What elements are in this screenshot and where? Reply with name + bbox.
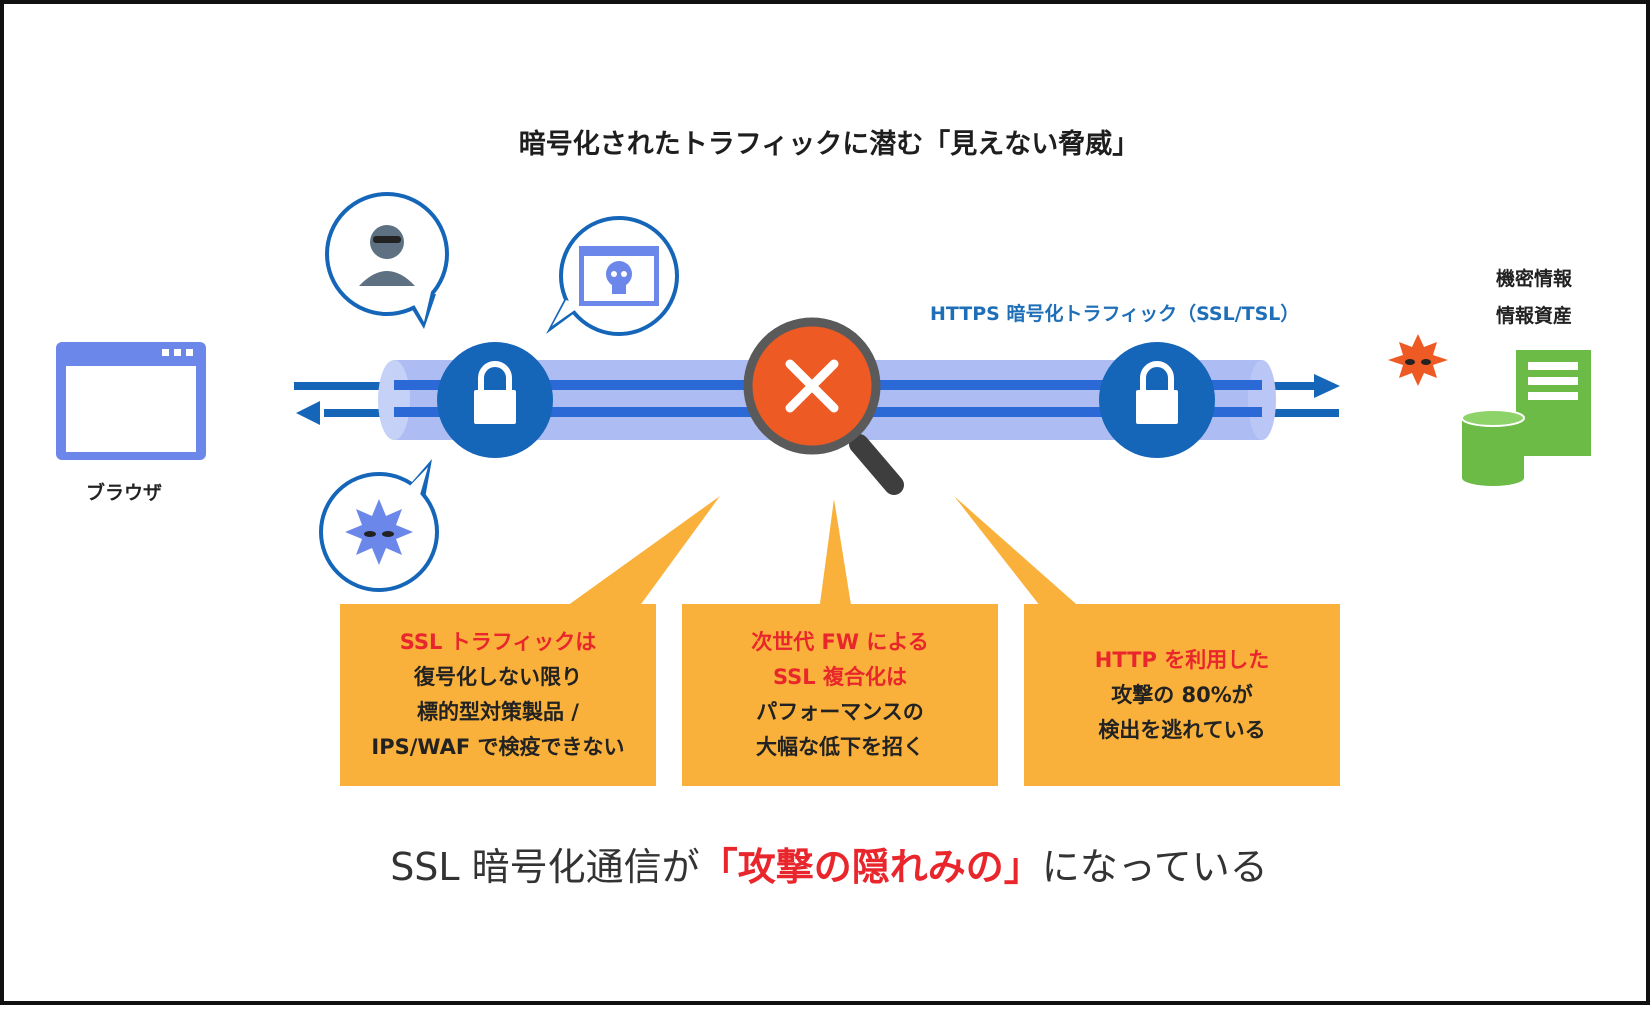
browser-label: ブラウザ — [86, 482, 163, 504]
callout-box-ssl: SSL トラフィックは 復号化しない限り 標的型対策製品 / IPS/WAF で… — [340, 604, 656, 786]
callout-line: 攻撃の 80%が — [1111, 682, 1253, 707]
callout-line: 検出を逃れている — [1098, 717, 1266, 742]
arrows — [294, 374, 1340, 425]
server-label-confidential: 機密情報 — [1496, 268, 1573, 290]
callout-line: IPS/WAF で検疫できない — [371, 735, 625, 759]
callout-line: 大幅な低下を招く — [756, 735, 924, 759]
callout-line: 標的型対策製品 / — [417, 700, 579, 724]
callout-highlight: SSL 複合化は — [773, 665, 907, 689]
callout-box-fw: 次世代 FW による SSL 複合化は パフォーマンスの 大幅な低下を招く — [682, 604, 998, 786]
skull-warning-icon — [546, 216, 679, 336]
callout-box-http: HTTP を利用した 攻撃の 80%が 検出を逃れている — [1024, 604, 1340, 786]
magnifier-x-icon — [743, 317, 904, 495]
page-title: 暗号化されたトラフィックに潜む「見えない脅威」 — [518, 129, 1140, 160]
caption-after: になっている — [1041, 845, 1268, 889]
virus-icon — [319, 459, 439, 592]
caption-highlight: 「攻撃の隠れみの」 — [699, 845, 1042, 889]
caption-before: SSL 暗号化通信が — [390, 845, 700, 889]
traffic-diagram — [56, 192, 1591, 611]
pointer-2 — [819, 499, 852, 611]
pointer-1 — [560, 496, 720, 611]
https-traffic-label: HTTPS 暗号化トラフィック（SSL/TSL） — [930, 303, 1300, 325]
lock-icon — [1099, 342, 1215, 458]
server-label-assets: 情報資産 — [1496, 305, 1573, 327]
server-data-icon — [1461, 350, 1591, 486]
pointer-3 — [954, 496, 1084, 611]
browser-window-icon — [56, 342, 206, 460]
hacker-icon — [325, 192, 449, 329]
bottom-caption: SSL 暗号化通信が「攻撃の隠れみの」になっている — [4, 836, 1650, 891]
lock-icon — [437, 342, 553, 458]
callout-highlight: SSL トラフィックは — [399, 630, 597, 654]
virus-icon — [1388, 334, 1448, 386]
callout-line: 復号化しない限り — [414, 665, 582, 689]
callout-line: パフォーマンスの — [756, 700, 924, 724]
callout-highlight: HTTP を利用した — [1094, 647, 1270, 672]
callout-highlight: 次世代 FW による — [751, 630, 929, 654]
